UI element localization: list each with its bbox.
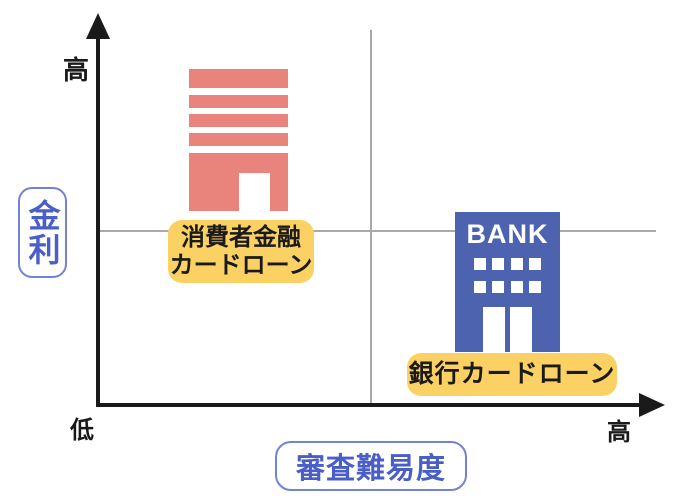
building-door	[483, 307, 505, 352]
consumer-finance-building-icon	[189, 69, 288, 211]
bank-sign-text: BANK	[466, 219, 549, 249]
building-door	[510, 307, 532, 352]
bank-windows-row	[455, 281, 560, 293]
y-axis-line	[96, 36, 100, 405]
bank-building-icon: BANK	[455, 212, 560, 352]
bank-label: 銀行カードローン	[407, 353, 617, 396]
building-stripe	[189, 95, 288, 108]
x-axis-title: 審査難易度	[275, 441, 467, 491]
window-icon	[528, 281, 541, 293]
vertical-divider-line	[370, 30, 372, 405]
window-icon	[510, 258, 523, 270]
building-stripe	[189, 133, 288, 146]
window-icon	[492, 258, 505, 270]
building-door	[239, 173, 270, 211]
y-axis-title: 金利	[18, 187, 67, 278]
consumer-finance-label: 消費者金融 カードローン	[168, 220, 314, 283]
consumer-finance-label-line1: 消費者金融	[181, 223, 301, 251]
window-icon	[528, 258, 541, 270]
consumer-finance-label-line2: カードローン	[169, 251, 313, 279]
window-icon	[492, 281, 505, 293]
x-axis-arrowhead-icon	[639, 393, 665, 417]
y-axis-arrowhead-icon	[86, 13, 110, 39]
building-stripe	[189, 114, 288, 127]
y-axis-title-text: 金利	[24, 198, 61, 267]
building-stripe	[189, 69, 288, 88]
building-body	[189, 153, 288, 211]
window-icon	[510, 281, 523, 293]
window-icon	[474, 258, 486, 270]
x-axis-high-tick-label: 高	[607, 419, 631, 446]
x-axis-line	[96, 403, 641, 407]
horizontal-divider-line	[98, 230, 656, 232]
bank-windows-row	[455, 258, 560, 270]
y-axis-low-tick-label: 低	[70, 417, 94, 444]
window-icon	[474, 281, 486, 293]
y-axis-high-tick-label: 高	[62, 55, 89, 85]
